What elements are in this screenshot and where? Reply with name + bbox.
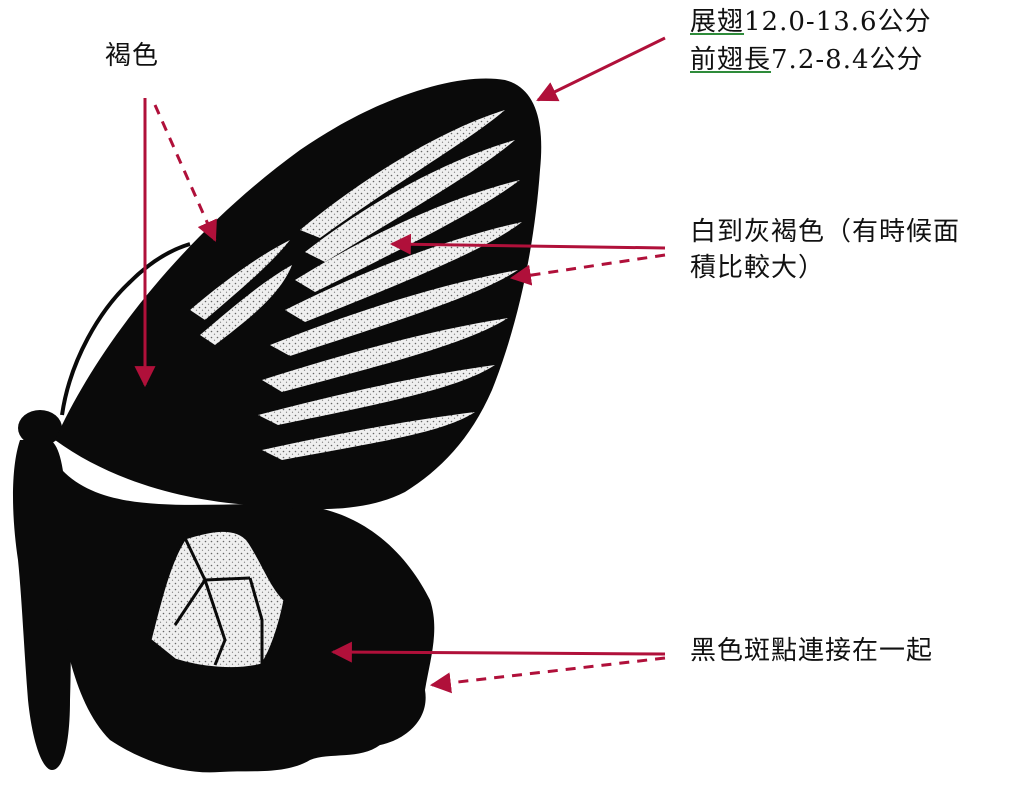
- forewing-pale-stripes: [190, 110, 522, 460]
- label-stripes: 白到灰褐色（有時候面 積比較大）: [690, 214, 960, 286]
- arrow-stripes: [389, 233, 666, 255]
- arrow-stripes-dashed: [509, 253, 666, 286]
- wingspan-term: 展翅: [690, 7, 745, 37]
- label-hindwing-spots: 黑色斑點連接在一起: [690, 636, 934, 666]
- arrow-forewing-base-dashed: [153, 104, 217, 242]
- label-forewing-base-color: 褐色: [105, 41, 160, 71]
- stripes-line-1: 白到灰褐色（有時候面: [690, 217, 961, 247]
- antenna: [60, 242, 191, 416]
- arrow-spots-dashed: [429, 656, 666, 694]
- wingspan-value: 12.0-13.6公分: [744, 7, 932, 37]
- label-forewing-length: 前翅長7.2-8.4公分: [690, 42, 924, 78]
- forewing-length-value: 7.2-8.4公分: [771, 45, 924, 75]
- label-wingspan: 展翅12.0-13.6公分: [690, 4, 932, 40]
- hindwing-pale-patch: [148, 528, 287, 671]
- stripes-line-2: 積比較大）: [690, 253, 826, 283]
- forewing-length-term: 前翅長: [690, 45, 772, 75]
- annotation-arrows: [134, 36, 666, 694]
- arrow-spots: [330, 641, 666, 663]
- arrow-wingspan: [536, 36, 666, 102]
- butterfly-body: [13, 410, 71, 770]
